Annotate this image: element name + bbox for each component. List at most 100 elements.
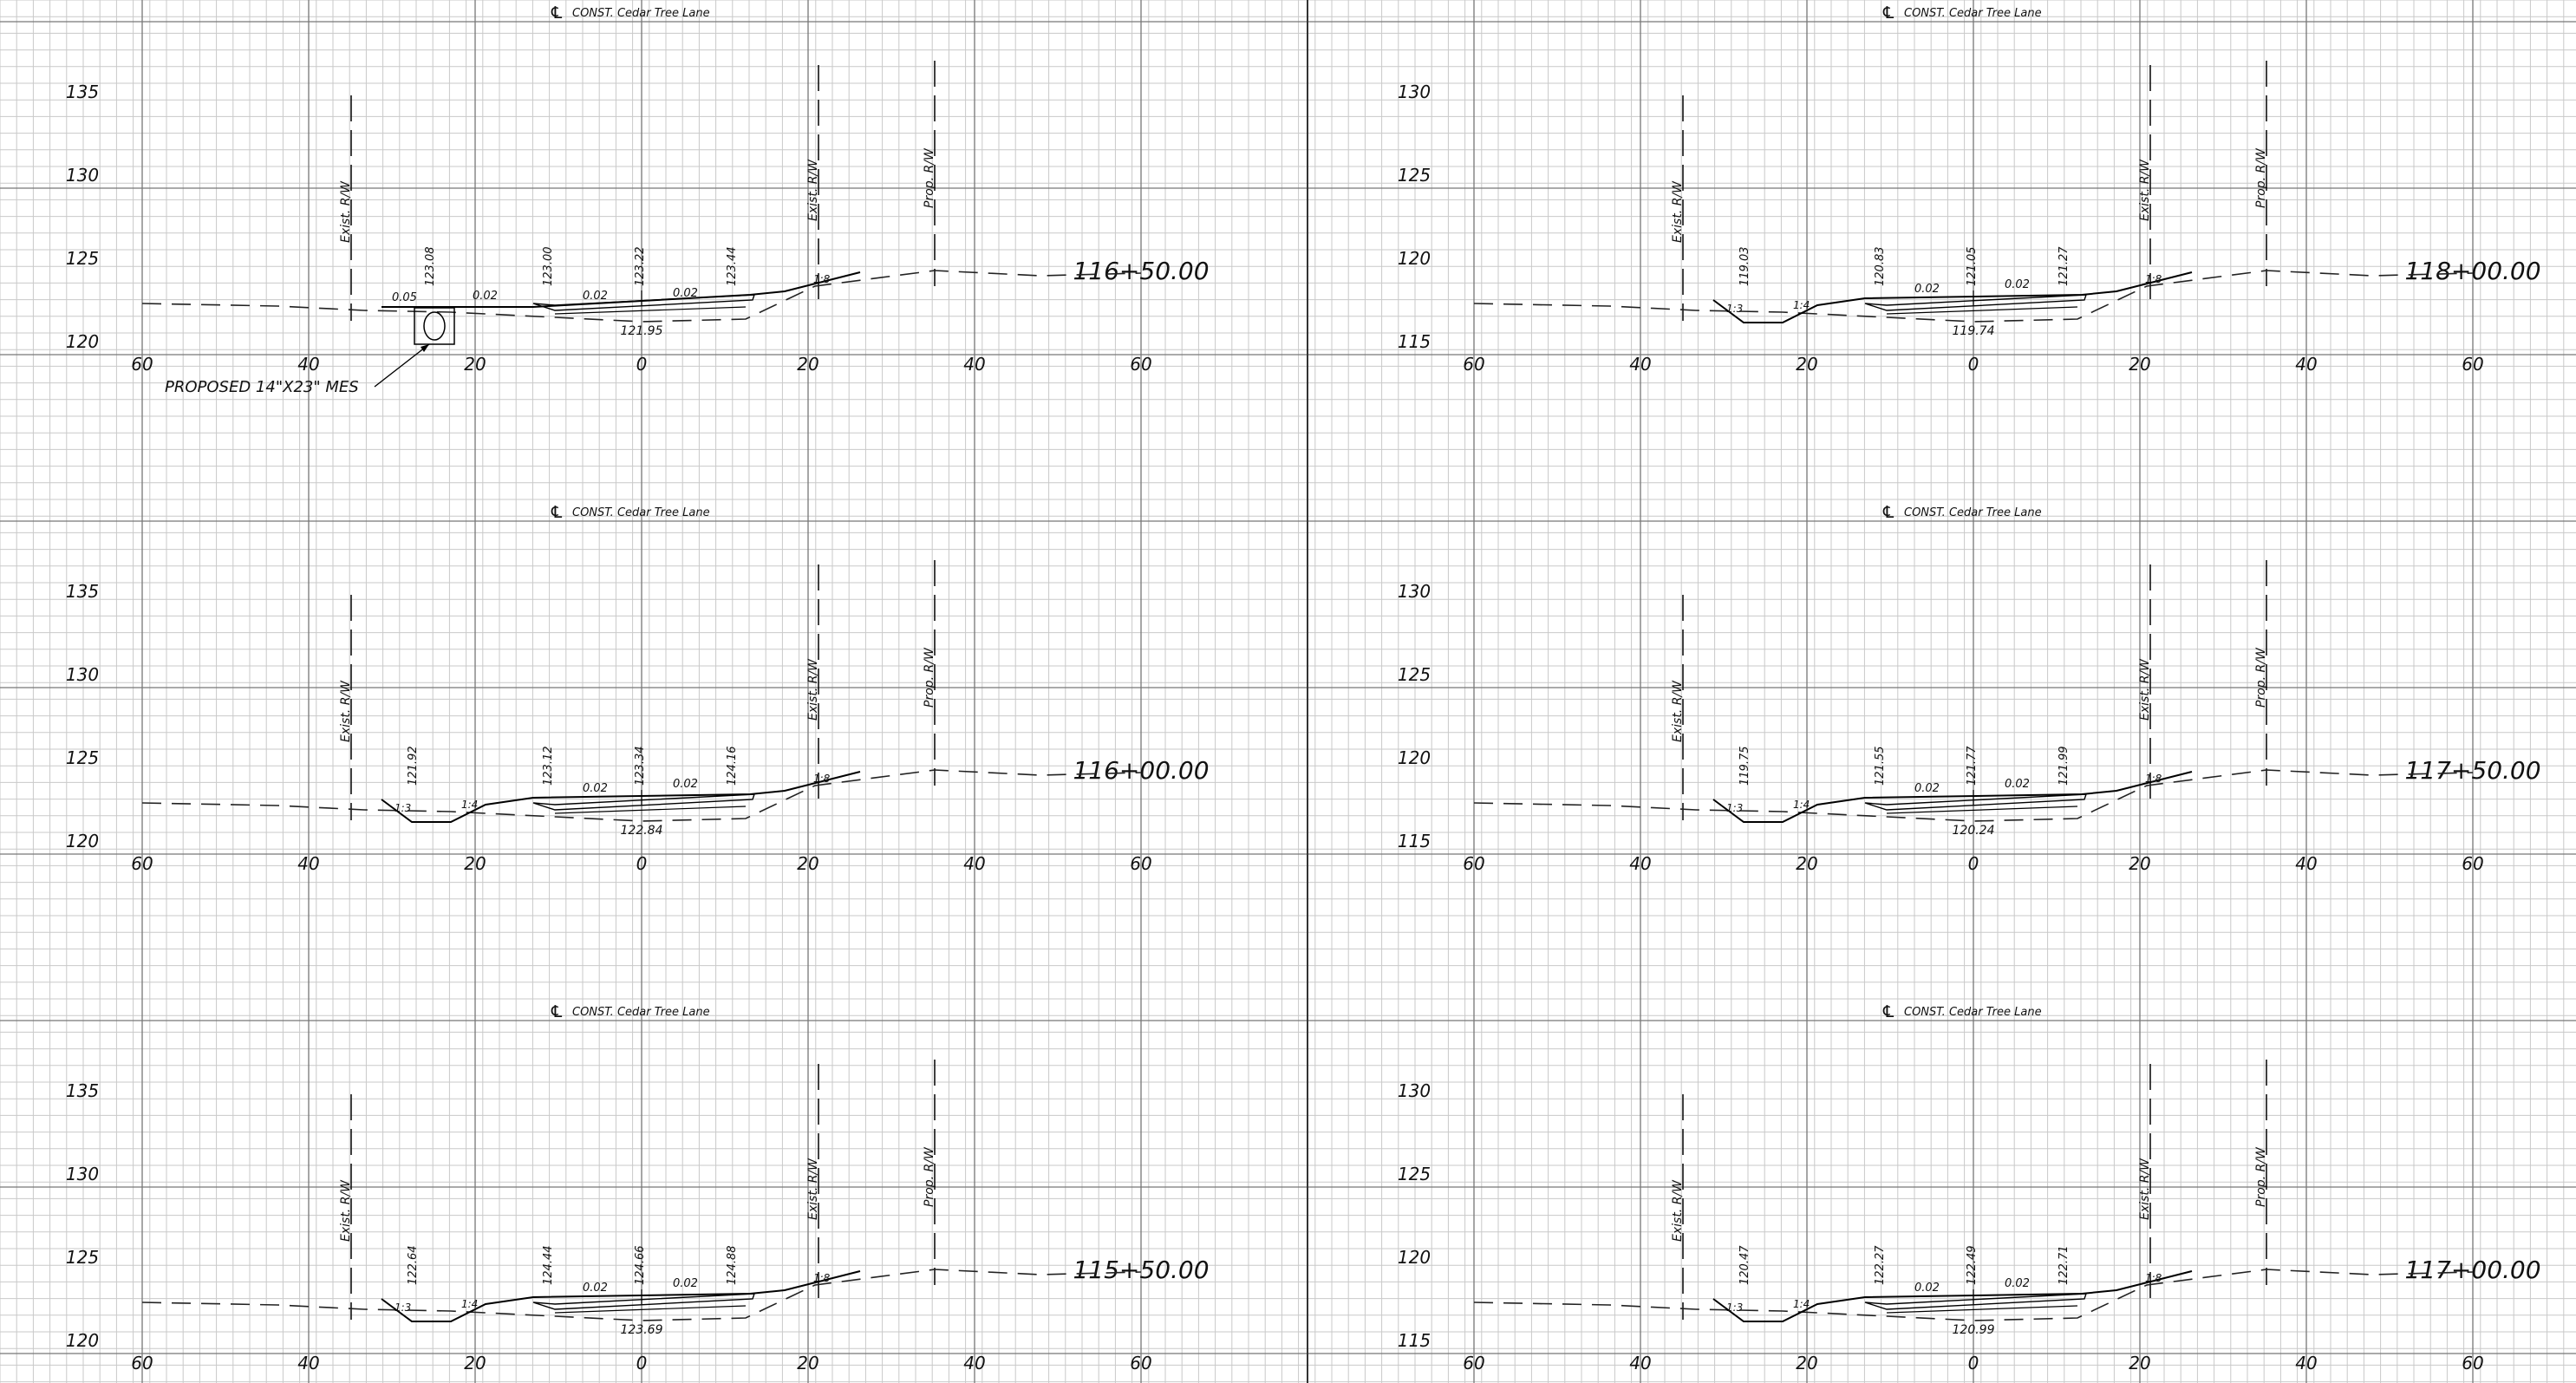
elevation-label: 125 [1398, 664, 1431, 685]
grade-label: 122.27 [1874, 1245, 1887, 1285]
prop-rw-label: Prop. R/W [923, 647, 936, 708]
prop-rw-label: Prop. R/W [2254, 647, 2268, 708]
grade-label: 119.03 [1738, 247, 1751, 287]
elevation-label: 115 [1398, 1330, 1431, 1351]
offset-label: 40 [963, 853, 985, 874]
offset-label: 20 [797, 1353, 818, 1373]
exist-rw-left-label: Exist. R/W [1671, 1179, 1685, 1242]
offset-label: 20 [1796, 853, 1817, 874]
elevation-label: 120 [1398, 1247, 1431, 1268]
pavement-base [554, 306, 747, 315]
exist-rw-left-label: Exist. R/W [339, 180, 353, 243]
proposed-grade [381, 771, 861, 823]
offset-label: 40 [1629, 853, 1651, 874]
offset-label: 60 [131, 1353, 153, 1373]
pavement-base [1886, 306, 2078, 315]
slope-label: 0.02 [1914, 283, 1940, 296]
grade-label: 119.75 [1738, 747, 1751, 786]
grade-label: 121.92 [407, 747, 420, 786]
slope-label: 0.02 [2005, 278, 2030, 291]
centerline-symbol: ℄ [551, 3, 563, 23]
offset-label: 20 [464, 354, 486, 375]
offset-label: 0 [1968, 1353, 1979, 1373]
slope-label: 0.05 [392, 291, 417, 304]
bottom-elevation-label: 122.84 [621, 824, 663, 838]
grade-label: 122.71 [2058, 1246, 2071, 1286]
pavement-section [532, 793, 755, 811]
elevation-label: 125 [1398, 165, 1431, 186]
exist-rw-right-label: Exist. R/W [2138, 159, 2152, 221]
elevation-label: 125 [66, 747, 99, 768]
elevation-label: 130 [66, 165, 99, 186]
grade-label: 123.44 [726, 247, 739, 287]
offset-label: 60 [131, 354, 153, 375]
grade-label: 122.49 [1966, 1246, 1979, 1286]
ditch-slope-label: 1:4 [1793, 799, 1810, 811]
offset-label: 60 [1130, 354, 1151, 375]
elevation-label: 120 [1398, 248, 1431, 269]
grade-label: 120.83 [1874, 247, 1887, 287]
slope-label: 0.02 [1914, 782, 1940, 795]
slope-label: 0.02 [673, 1277, 698, 1290]
side-slope-label: 1:8 [813, 773, 831, 785]
pavement-base [1886, 806, 2078, 814]
pavement-section [532, 1293, 755, 1310]
offset-label: 40 [2295, 853, 2317, 874]
elevation-label: 125 [66, 1247, 99, 1268]
pavement-section [1864, 1293, 2087, 1310]
offset-label: 0 [636, 1353, 648, 1373]
offset-label: 0 [636, 354, 648, 375]
elevation-label: 130 [66, 664, 99, 685]
offset-label: 0 [636, 853, 648, 874]
exist-rw-right-label: Exist. R/W [806, 658, 820, 721]
grade-label: 121.05 [1966, 247, 1979, 287]
section-title: CONST. Cedar Tree Lane [572, 1006, 710, 1019]
offset-label: 40 [297, 853, 319, 874]
offset-label: 60 [1463, 354, 1484, 375]
offset-label: 0 [1968, 853, 1979, 874]
existing-ground [1473, 1269, 2474, 1321]
exist-rw-right-label: Exist. R/W [2138, 658, 2152, 721]
elevation-label: 135 [66, 1080, 99, 1101]
slope-label: 0.02 [473, 290, 498, 303]
grade-label: 121.27 [2058, 246, 2071, 286]
slope-label: 0.02 [2005, 778, 2030, 791]
existing-ground [1473, 769, 2474, 822]
pipe-opening [423, 311, 446, 341]
elevation-label: 120 [66, 1330, 99, 1351]
station-label: 116+00.00 [1073, 756, 1209, 785]
existing-ground [141, 769, 1142, 822]
exist-rw-left-label: Exist. R/W [339, 680, 353, 742]
station-label: 116+50.00 [1073, 257, 1209, 285]
exist-rw-left-label: Exist. R/W [339, 1179, 353, 1242]
slope-label: 0.02 [1914, 1282, 1940, 1295]
mes-note: PROPOSED 14"X23" MES [165, 378, 359, 396]
exist-rw-left-label: Exist. R/W [1671, 180, 1685, 243]
offset-label: 60 [1463, 1353, 1484, 1373]
slope-label: 0.02 [673, 778, 698, 791]
offset-label: 60 [1130, 1353, 1151, 1373]
centerline-symbol: ℄ [1882, 503, 1895, 522]
grade-label: 121.99 [2058, 747, 2071, 786]
side-slope-label: 1:8 [813, 273, 831, 285]
section-title: CONST. Cedar Tree Lane [1904, 1006, 2042, 1019]
pavement-section [532, 294, 755, 311]
prop-rw-label: Prop. R/W [2254, 1146, 2268, 1207]
section-title: CONST. Cedar Tree Lane [572, 7, 710, 20]
offset-label: 20 [1796, 354, 1817, 375]
slope-label: 0.02 [583, 782, 608, 795]
prop-rw-label: Prop. R/W [2254, 147, 2268, 208]
proposed-grade [381, 1270, 861, 1322]
offset-label: 40 [963, 1353, 985, 1373]
offset-label: 20 [2129, 1353, 2150, 1373]
offset-label: 40 [297, 1353, 319, 1373]
elevation-label: 135 [66, 82, 99, 102]
elevation-label: 130 [1398, 581, 1431, 602]
side-slope-label: 1:8 [2145, 273, 2162, 285]
grade-label: 122.64 [407, 1246, 420, 1286]
elevation-label: 115 [1398, 831, 1431, 851]
